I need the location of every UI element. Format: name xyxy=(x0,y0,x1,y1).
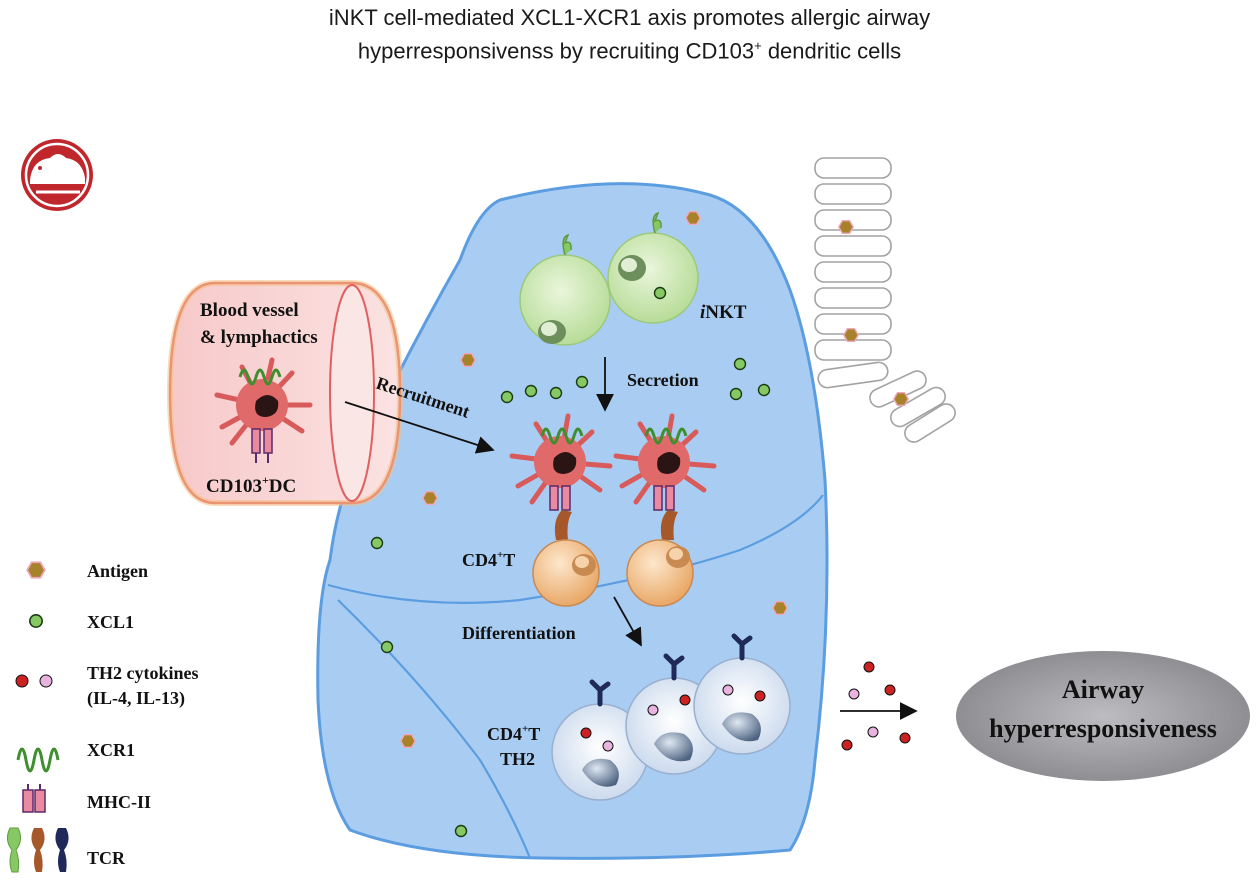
cd4-t-label: CD4+T xyxy=(462,549,515,570)
inkt-cell-2 xyxy=(607,211,699,324)
dendritic-cell-vessel xyxy=(214,357,313,463)
outcome-label-line-2: hyperresponsiveness xyxy=(989,714,1217,743)
inkt-label: iNKT xyxy=(700,302,747,323)
legend-xcr1-label: XCR1 xyxy=(87,740,135,760)
legend-antigen-icon xyxy=(26,561,46,579)
legend-th2-label-line-2: (IL-4, IL-13) xyxy=(87,688,185,709)
vessel-label-line-1: Blood vessel xyxy=(200,300,299,321)
differentiation-arrow xyxy=(613,596,642,647)
diagram-title: iNKT cell-mediated XCL1-XCR1 axis promot… xyxy=(0,4,1259,65)
inkt-cell-1 xyxy=(519,233,611,346)
legend-mhc-label: MHC-II xyxy=(87,792,151,812)
th2-cell-3 xyxy=(693,633,791,755)
legend-antigen-label: Antigen xyxy=(87,561,148,581)
vessel-label-line-2: & lymphactics xyxy=(200,327,318,348)
cd4-th2-label-line-1: CD4+T xyxy=(487,723,540,744)
differentiation-label: Differentiation xyxy=(462,623,576,643)
dendritic-cell-lung-2 xyxy=(613,413,717,511)
legend-mhc-icon xyxy=(22,784,46,813)
trachea xyxy=(814,157,956,443)
cd4-th2-label-line-2: TH2 xyxy=(500,749,535,769)
legend-cytokine-icon xyxy=(15,674,53,688)
legend-xcl1-label: XCL1 xyxy=(87,612,134,632)
legend-th2-label-line-1: TH2 cytokines xyxy=(87,663,199,683)
title-line-1: iNKT cell-mediated XCL1-XCR1 axis promot… xyxy=(328,5,931,30)
dendritic-cell-lung-1 xyxy=(509,413,613,511)
legend-xcr1-icon xyxy=(16,747,60,773)
cd4-t-cell-2 xyxy=(626,510,694,607)
legend-tcr-icon xyxy=(6,827,69,873)
legend-xcl1-icon xyxy=(29,614,43,628)
outside-cytokines xyxy=(841,661,911,751)
mouse-icon xyxy=(21,139,93,211)
legend-tcr-label: TCR xyxy=(87,848,126,868)
th2-cytokines-inside xyxy=(580,684,766,752)
recruitment-arrow xyxy=(344,401,495,454)
secretion-label: Secretion xyxy=(627,370,699,390)
legend: Antigen XCL1 TH2 cytokines (IL-4, IL-13)… xyxy=(6,561,199,873)
outcome-bubble xyxy=(956,651,1250,781)
cd4-t-cell-1 xyxy=(532,510,600,607)
title-line-2: hyperresponsivenss by recruiting CD103+ … xyxy=(357,38,902,64)
vessel-dc-label: CD103+DC xyxy=(206,473,296,497)
th2-cell-1 xyxy=(551,679,649,801)
outcome-label-line-1: Airway xyxy=(1062,675,1144,704)
